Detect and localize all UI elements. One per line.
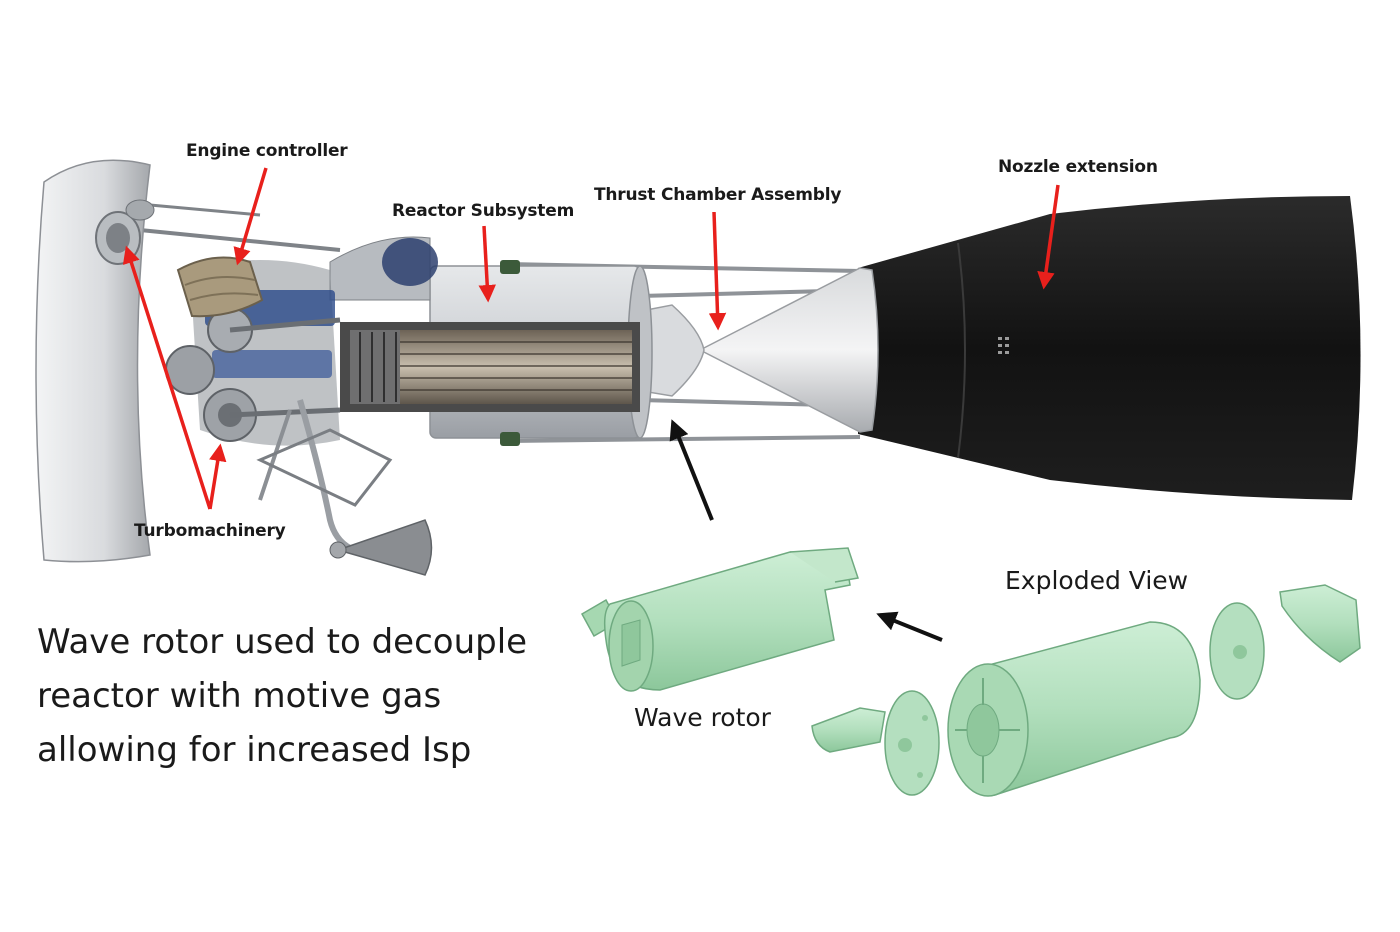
callout-arrows — [122, 167, 1060, 510]
reactor-core — [400, 330, 632, 404]
thrust-chamber-assembly-label: Thrust Chamber Assembly — [594, 185, 842, 205]
nozzle-extension-shape — [858, 196, 1361, 500]
vernier-nozzle — [335, 519, 433, 576]
nozzle-extension-label: Nozzle extension — [998, 157, 1158, 177]
fuel-elements — [400, 341, 632, 391]
wave-rotor-assembled — [580, 547, 859, 692]
caption-line-2: reactor with motive gas — [37, 676, 442, 716]
thrust-chamber-cone — [698, 267, 879, 433]
wave-rotor-exploded — [811, 584, 1361, 797]
engine-controller-label: Engine controller — [186, 141, 348, 161]
pointer-arrows — [669, 419, 943, 642]
caption-line-3: allowing for increased Isp — [37, 730, 472, 770]
wave-rotor-label: Wave rotor — [634, 703, 771, 732]
nozzle-fittings — [998, 337, 1009, 354]
reactor-subsystem-label: Reactor Subsystem — [392, 201, 575, 221]
exploded-view-label: Exploded View — [1005, 566, 1189, 595]
engine-illustration — [35, 159, 1361, 576]
turbomachinery-label: Turbomachinery — [134, 521, 286, 541]
engine-controller-box — [176, 256, 264, 318]
caption-line-1: Wave rotor used to decouple — [37, 622, 528, 662]
